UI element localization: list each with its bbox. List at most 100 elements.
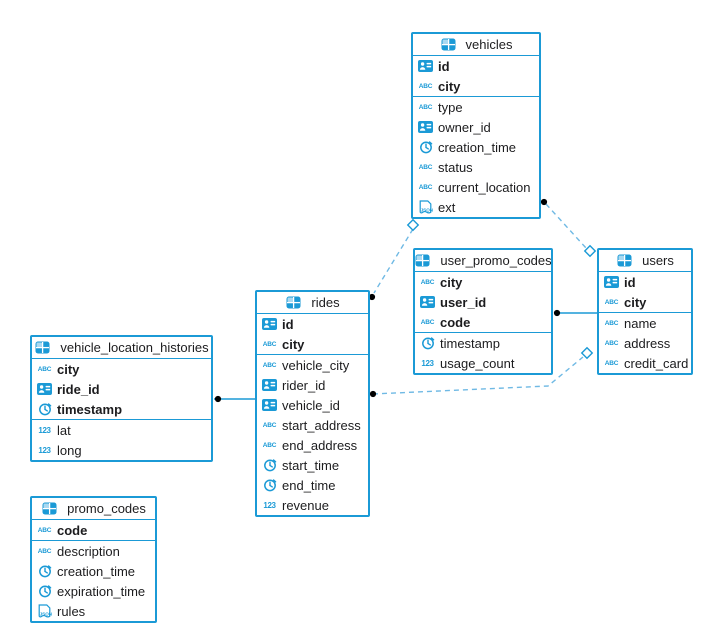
relation-dot-marker — [369, 390, 377, 398]
table-header-users[interactable]: users — [599, 250, 691, 272]
table-title: vehicles — [465, 37, 513, 52]
column-row-rides-vehicle_id[interactable]: vehicle_id — [257, 395, 368, 415]
table-header-user_promo_codes[interactable]: user_promo_codes — [415, 250, 551, 272]
column-row-rides-rider_id[interactable]: rider_id — [257, 375, 368, 395]
column-name: city — [57, 361, 80, 377]
column-row-vehicles-owner_id[interactable]: owner_id — [413, 117, 539, 137]
column-name: timestamp — [57, 401, 123, 417]
clock-icon — [417, 139, 434, 155]
table-icon — [415, 253, 431, 269]
column-name: city — [438, 78, 461, 94]
column-row-promo_codes-creation_time[interactable]: creation_time — [32, 561, 155, 581]
column-name: id — [624, 274, 636, 290]
column-name: credit_card — [624, 355, 689, 371]
abc-text-icon: ABC — [262, 441, 277, 449]
section-divider — [599, 312, 691, 313]
id-badge-icon — [419, 294, 436, 310]
id-badge-icon — [36, 381, 53, 397]
abc-text-icon: ABC — [418, 183, 433, 191]
column-name: start_address — [282, 417, 361, 433]
clock-icon — [419, 335, 436, 351]
table-title: rides — [311, 295, 340, 310]
table-title: user_promo_codes — [440, 253, 551, 268]
relation-diamond-marker — [583, 244, 597, 258]
column-row-user_promo_codes-user_id[interactable]: user_id — [415, 292, 551, 312]
123-number-icon: 123 — [38, 425, 51, 435]
column-name: revenue — [282, 497, 329, 513]
abc-text-icon: ABC — [37, 547, 52, 555]
id-badge-icon — [261, 377, 278, 393]
clock-icon — [261, 477, 278, 493]
column-name: start_time — [282, 457, 340, 473]
column-name: owner_id — [438, 119, 491, 135]
abc-text-icon: ABC — [262, 340, 277, 348]
relation-dot-marker — [540, 198, 548, 206]
column-name: end_time — [282, 477, 336, 493]
column-row-rides-start_time[interactable]: start_time — [257, 455, 368, 475]
column-row-promo_codes-expiration_time[interactable]: expiration_time — [32, 581, 155, 601]
column-row-rides-city[interactable]: ABC city — [257, 334, 368, 354]
column-name: id — [282, 316, 294, 332]
column-row-rides-id[interactable]: id — [257, 314, 368, 334]
table-icon — [34, 340, 51, 356]
column-name: type — [438, 99, 463, 115]
column-name: city — [624, 294, 647, 310]
table-header-promo_codes[interactable]: promo_codes — [32, 498, 155, 520]
column-name: creation_time — [438, 139, 517, 155]
table-header-rides[interactable]: rides — [257, 292, 368, 314]
section-divider — [32, 419, 211, 420]
column-row-rides-end_time[interactable]: end_time — [257, 475, 368, 495]
column-name: user_id — [440, 294, 487, 310]
column-name: vehicle_id — [282, 397, 340, 413]
relation-dot-marker — [553, 309, 561, 317]
section-divider — [257, 354, 368, 355]
column-row-users-city[interactable]: ABC city — [599, 292, 691, 312]
id-badge-icon — [603, 274, 620, 290]
abc-text-icon: ABC — [262, 361, 277, 369]
column-row-vehicle_location_histories-ride_id[interactable]: ride_id — [32, 379, 211, 399]
column-name: rules — [57, 603, 86, 619]
column-row-vehicle_location_histories-timestamp[interactable]: timestamp — [32, 399, 211, 419]
abc-text-icon: ABC — [604, 298, 619, 306]
table-title: promo_codes — [67, 501, 146, 516]
table-header-vehicles[interactable]: vehicles — [413, 34, 539, 56]
relation-diamond-marker — [580, 346, 594, 360]
column-row-vehicles-id[interactable]: id — [413, 56, 539, 76]
column-name: city — [282, 336, 305, 352]
id-badge-icon — [261, 316, 278, 332]
column-row-users-id[interactable]: id — [599, 272, 691, 292]
column-row-user_promo_codes-timestamp[interactable]: timestamp — [415, 333, 551, 353]
column-row-vehicles-creation_time[interactable]: creation_time — [413, 137, 539, 157]
table-header-vehicle_location_histories[interactable]: vehicle_location_histories — [32, 337, 211, 359]
column-name: long — [57, 442, 82, 458]
section-divider — [413, 96, 539, 97]
